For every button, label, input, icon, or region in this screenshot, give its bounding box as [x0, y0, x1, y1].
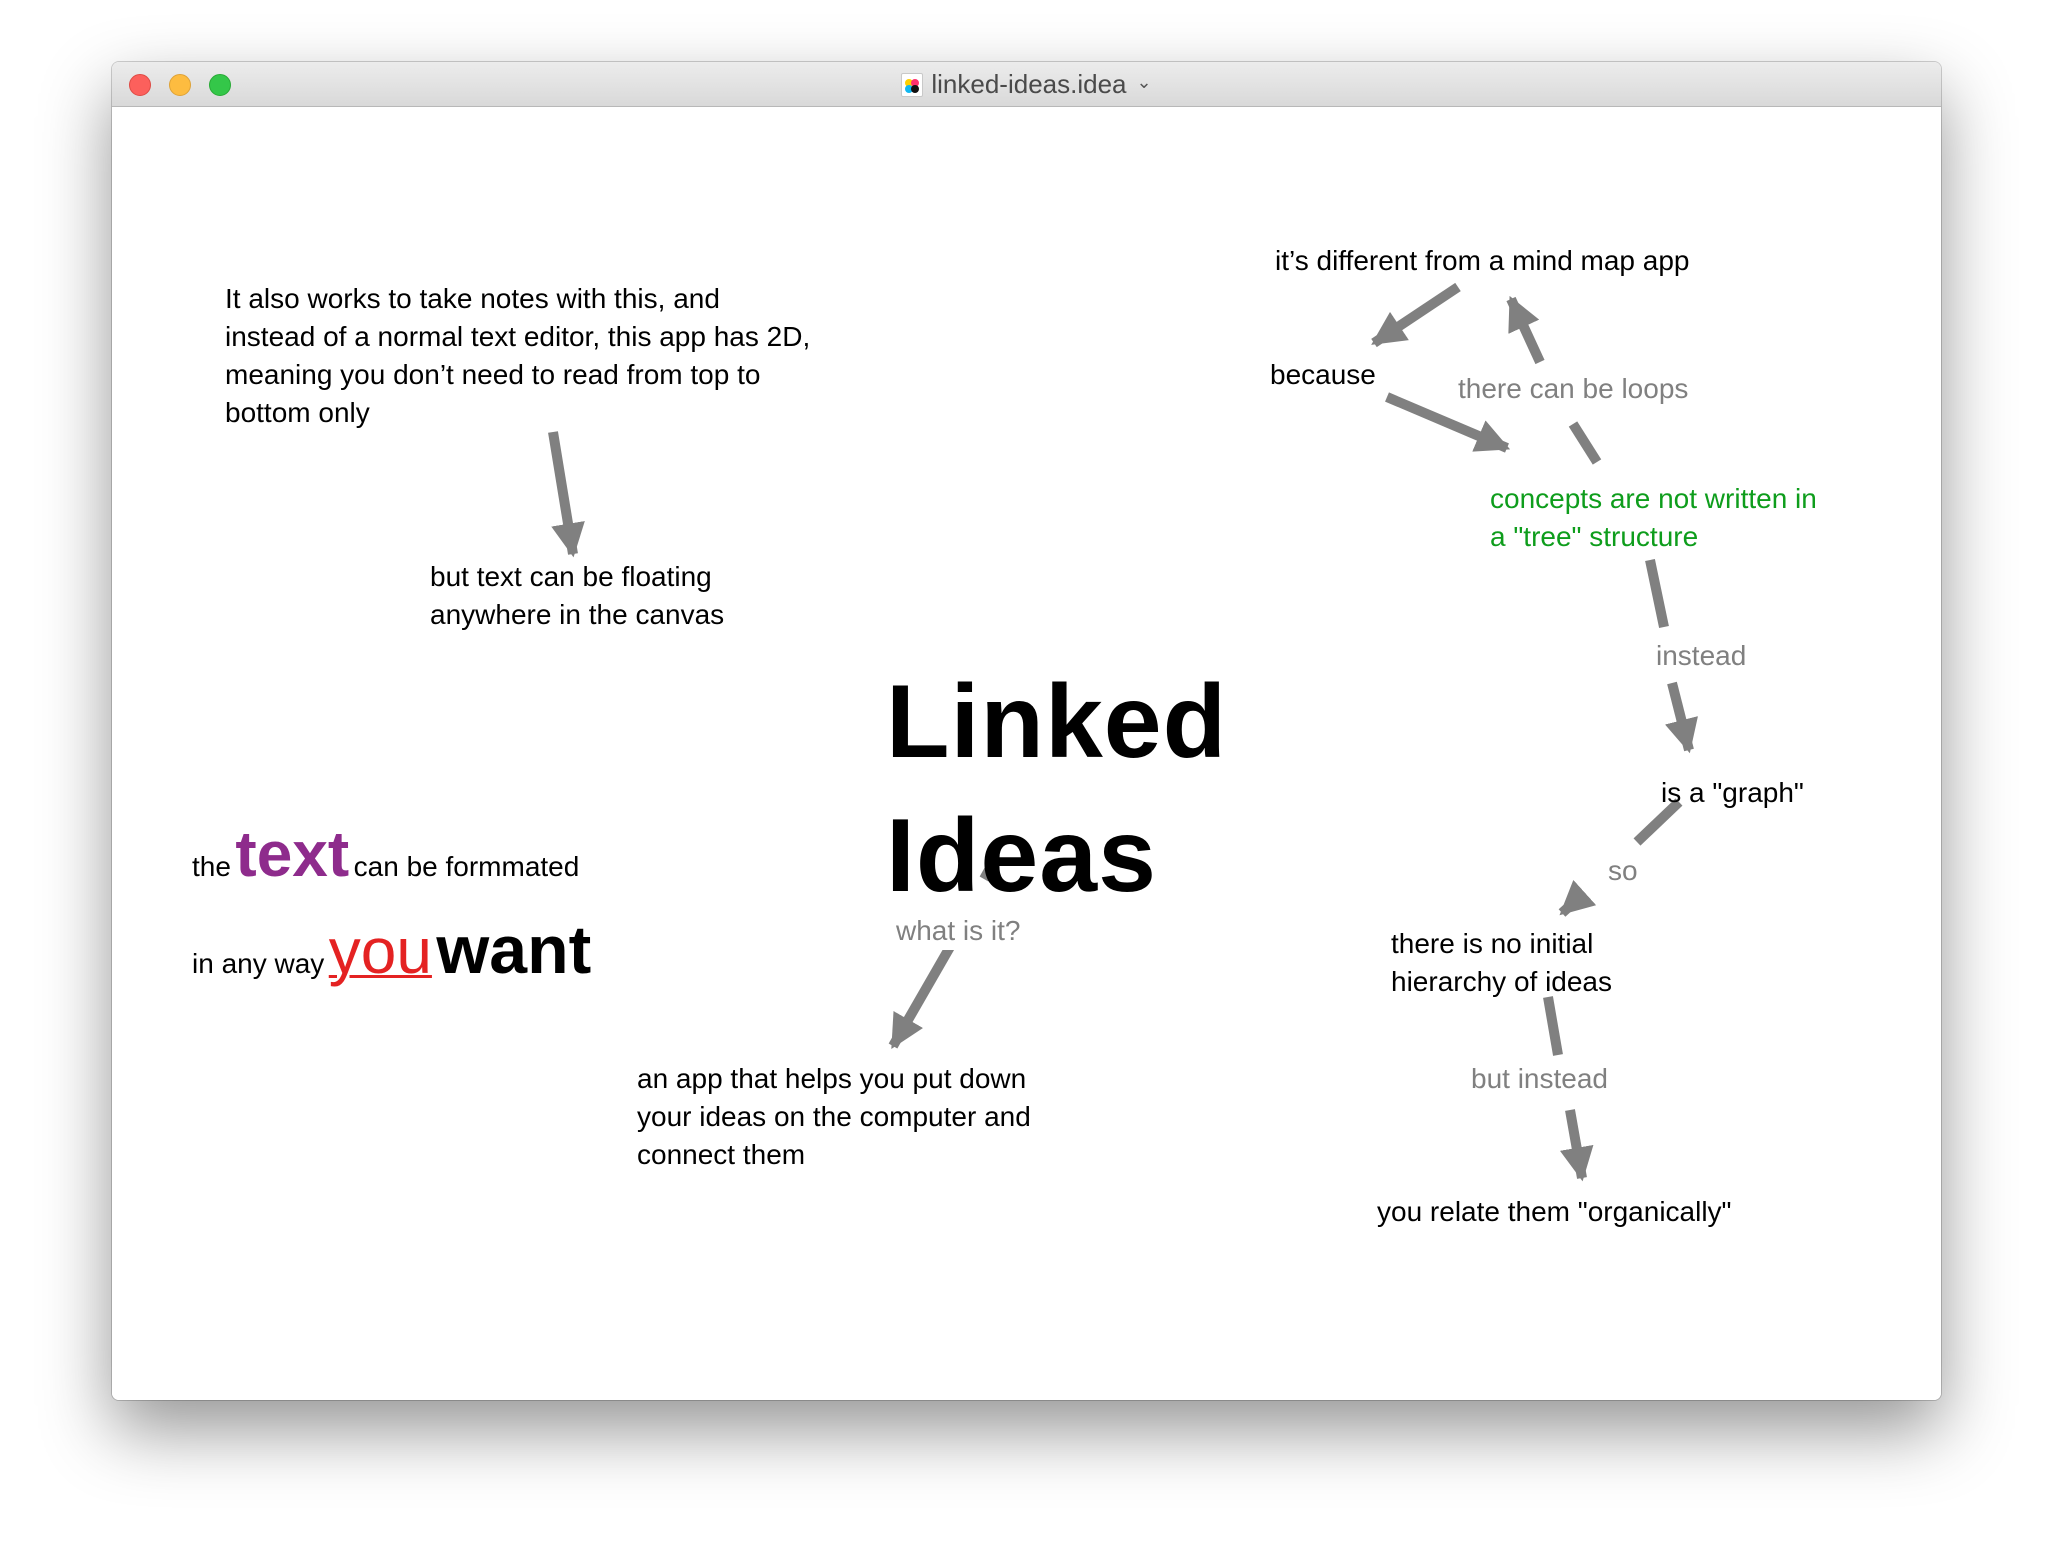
title-bar[interactable]: linked-ideas.idea ⌄ — [112, 62, 1941, 107]
link-hierarchy-to-butinstead[interactable] — [1543, 996, 1563, 1056]
link-layer — [548, 282, 1698, 1182]
link-mindmap-to-because[interactable] — [1371, 282, 1461, 348]
formatted-text-line-2[interactable]: in any way you want — [192, 911, 591, 989]
formatted-phrase-can-be-formmated: can be formmated — [353, 851, 580, 882]
link-butinstead-to-organically[interactable] — [1559, 1109, 1594, 1182]
link-label-what-is-it[interactable]: what is it? — [890, 912, 1027, 950]
link-instead-to-graph[interactable] — [1664, 681, 1698, 754]
formatted-text-line-1[interactable]: the text can be formmated — [192, 817, 579, 891]
link-so-to-hierarchy[interactable] — [1558, 879, 1597, 917]
minimize-window-button[interactable] — [169, 74, 191, 96]
link-what-to-app[interactable] — [888, 944, 955, 1049]
idea-because[interactable]: because — [1270, 359, 1376, 390]
link-graph-to-so[interactable] — [1633, 798, 1683, 846]
link-tree-to-instead[interactable] — [1645, 558, 1669, 629]
link-loops-to-mindmap[interactable] — [1506, 295, 1545, 365]
close-window-button[interactable] — [129, 74, 151, 96]
idea-tree-structure[interactable]: concepts are not written in a "tree" str… — [1490, 483, 1817, 552]
formatted-word-you: you — [328, 915, 432, 987]
idea-note-text[interactable]: It also works to take notes with this, a… — [225, 283, 811, 428]
link-label-instead[interactable]: instead — [1650, 637, 1753, 675]
canvas-title[interactable]: Linked Ideas — [886, 664, 1228, 914]
idea-no-hierarchy[interactable]: there is no initial hierarchy of ideas — [1391, 928, 1613, 997]
window-title: linked-ideas.idea — [931, 69, 1127, 99]
chevron-down-icon[interactable]: ⌄ — [1136, 72, 1152, 92]
app-window: linked-ideas.idea ⌄ — [112, 62, 1941, 1400]
ideas-canvas[interactable]: It also works to take notes with this, a… — [112, 107, 1941, 1400]
idea-floating-text[interactable]: but text can be floating anywhere in the… — [430, 561, 725, 630]
formatted-word-the: the — [192, 851, 231, 882]
formatted-word-text: text — [235, 818, 350, 890]
formatted-phrase-in-any-way: in any way — [192, 948, 325, 979]
link-label-but-instead[interactable]: but instead — [1465, 1060, 1614, 1098]
idea-mind-map[interactable]: it’s different from a mind map app — [1275, 245, 1690, 276]
link-because-to-tree[interactable] — [1385, 392, 1511, 453]
idea-document-icon — [901, 72, 924, 97]
idea-organically[interactable]: you relate them "organically" — [1377, 1196, 1732, 1227]
link-title-to-what[interactable] — [979, 860, 998, 882]
link-label-so[interactable]: so — [1602, 852, 1644, 890]
link-label-loops[interactable]: there can be loops — [1452, 370, 1695, 408]
link-tree-to-loops[interactable] — [1568, 421, 1602, 465]
zoom-window-button[interactable] — [209, 74, 231, 96]
formatted-word-want: want — [436, 912, 592, 988]
link-note-to-floating[interactable] — [548, 431, 585, 558]
idea-graph[interactable]: is a "graph" — [1661, 777, 1804, 808]
idea-app-description[interactable]: an app that helps you put down your idea… — [637, 1063, 1031, 1170]
window-title-group[interactable]: linked-ideas.idea ⌄ — [112, 62, 1941, 107]
